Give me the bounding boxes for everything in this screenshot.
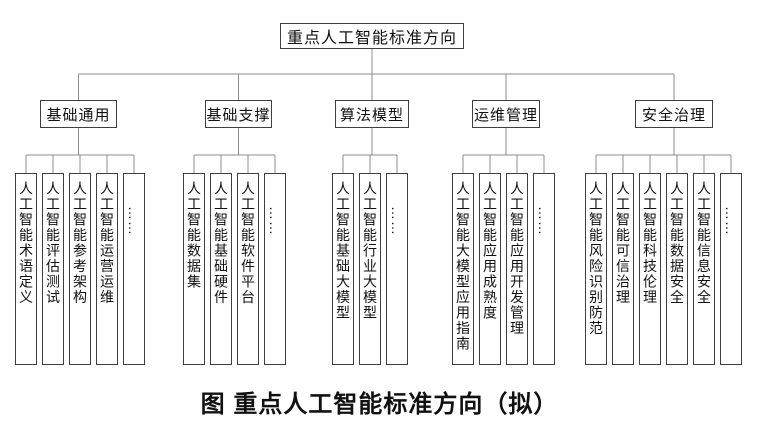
leaf-box: 人工智能信息安全	[693, 173, 715, 365]
leaf-box: 人工智能应用开发管理	[506, 173, 528, 365]
leaf-box-ellipsis: ……	[386, 173, 408, 365]
branch-box: 安全治理	[635, 100, 713, 128]
leaf-box-ellipsis: ……	[533, 173, 555, 365]
branch-box: 算法模型	[335, 100, 409, 128]
figure-caption: 图 重点人工智能标准方向（拟）	[200, 391, 559, 418]
leaf-box: 人工智能软件平台	[237, 173, 259, 365]
leaf-box-ellipsis: ……	[123, 173, 145, 365]
leaf-box: 人工智能基础硬件	[210, 173, 232, 365]
leaf-box: 人工智能术语定义	[15, 173, 37, 365]
leaf-box: 人工智能科技伦理	[639, 173, 661, 365]
leaf-box: 人工智能评估测试	[42, 173, 64, 365]
branch-box: 运维管理	[472, 100, 540, 128]
leaf-box-ellipsis: ……	[264, 173, 286, 365]
leaf-box-ellipsis: ……	[720, 173, 742, 365]
leaf-box: 人工智能风险识别防范	[585, 173, 607, 365]
leaf-box: 人工智能可信治理	[612, 173, 634, 365]
root-node: 重点人工智能标准方向	[280, 23, 464, 49]
leaf-box: 人工智能数据安全	[666, 173, 688, 365]
leaf-box: 人工智能数据集	[183, 173, 205, 365]
leaf-box: 人工智能应用成熟度	[479, 173, 501, 365]
branch-box: 基础支撑	[205, 100, 272, 128]
leaf-box: 人工智能大模型应用指南	[452, 173, 474, 365]
leaf-box: 人工智能行业大模型	[359, 173, 381, 365]
leaf-box: 人工智能参考架构	[69, 173, 91, 365]
leaf-box: 人工智能基础大模型	[332, 173, 354, 365]
leaf-box: 人工智能运营运维	[96, 173, 118, 365]
branch-box: 基础通用	[40, 100, 117, 128]
